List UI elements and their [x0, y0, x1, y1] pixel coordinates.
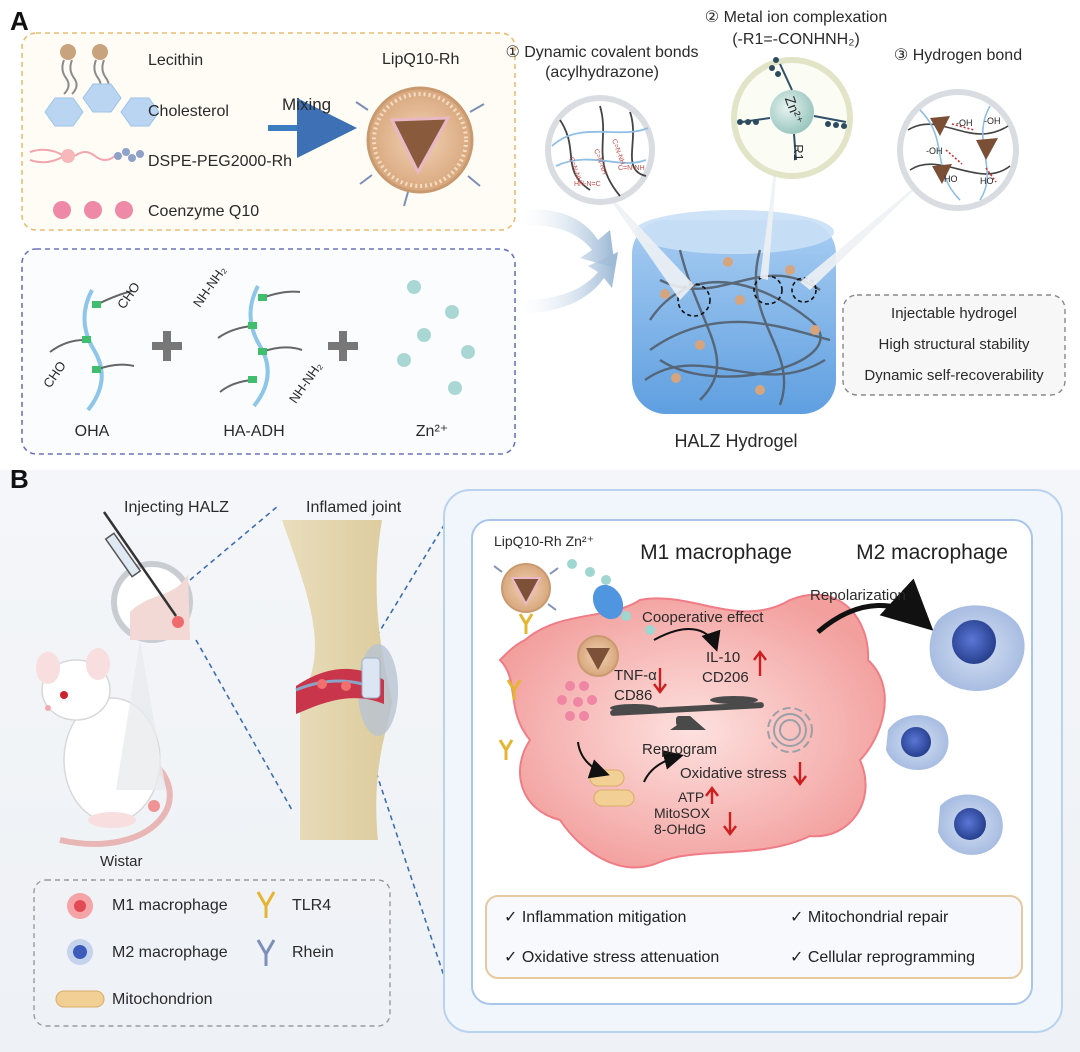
atp-label: ATP — [678, 789, 705, 805]
outcome-oxidative: ✓ Oxidative stress attenuation — [504, 949, 720, 966]
cooperative-label: Cooperative effect — [642, 609, 764, 626]
red-change-arrows — [653, 650, 807, 836]
svg-text:-OH: -OH — [956, 118, 973, 128]
injecting-label: Injecting HALZ — [124, 499, 229, 516]
zn-label: Zn²⁺ — [415, 423, 449, 440]
coq10-icon — [53, 201, 133, 219]
wistar-label: Wistar — [100, 853, 143, 870]
m1-title: M1 macrophage — [640, 541, 792, 564]
cd206-label: CD206 — [702, 669, 749, 686]
svg-text:C=N-NH: C=N-NH — [618, 165, 645, 172]
legend-m2-label: M2 macrophage — [112, 944, 228, 961]
flow-arrow-upper — [520, 209, 615, 268]
reprogram-label: Reprogram — [642, 741, 718, 758]
inflamed-joint-icon — [282, 520, 398, 840]
tnf-label: TNF-α — [614, 667, 657, 684]
oxidative-stress-label: Oxidative stress — [680, 765, 787, 782]
inflamed-joint-label: Inflamed joint — [306, 499, 402, 516]
acylhydrazone-zoom-circle: C=N-NH C=N-NH C=N-NH C=N-NH HN-N=C — [545, 95, 655, 205]
injection-zoom-circle — [102, 511, 193, 790]
ha-adh-polymer-icon — [217, 285, 303, 408]
dspe-peg-icon — [29, 148, 144, 164]
repolarization-label: Repolarization — [810, 587, 906, 604]
rhein-legend-icon — [256, 939, 276, 966]
lipq10-zn-label: LipQ10-Rh Zn²⁺ — [494, 533, 594, 549]
property-2: High structural stability — [878, 336, 1030, 353]
cd86-label: CD86 — [614, 687, 653, 704]
oha-label: OHA — [74, 423, 110, 440]
oha-polymer-icon — [49, 289, 135, 412]
hydrogel-label: HALZ Hydrogel — [674, 431, 798, 451]
zn-ion-icon — [397, 280, 475, 395]
svg-text:-OH: -OH — [926, 146, 943, 156]
liposome-icon — [355, 86, 485, 207]
outcome-reprogramming: ✓ Cellular reprogramming — [790, 949, 976, 966]
plus-icon — [152, 331, 358, 361]
hydrogel-block — [632, 210, 836, 414]
cholesterol-label: Cholesterol — [148, 103, 229, 120]
svg-text:HN-N=C: HN-N=C — [574, 181, 601, 188]
ohdg-label: 8-OHdG — [654, 821, 707, 837]
outcome-mito-repair: ✓ Mitochondrial repair — [790, 909, 949, 926]
liposome-label: LipQ10-Rh — [382, 51, 460, 68]
legend-rhein-label: Rhein — [292, 944, 334, 961]
receptor-icon — [592, 584, 624, 620]
panel-a-letter: A — [10, 6, 29, 36]
mitochondrion-legend-icon — [55, 990, 105, 1008]
legend-tlr4-label: TLR4 — [292, 897, 332, 914]
bond-3-title: ③ Hydrogen bond — [893, 47, 1023, 64]
svg-text:HO: HO — [980, 176, 994, 186]
hydrogen-bond-zoom-circle: -OH -OH -OH HO HO — [897, 89, 1019, 211]
dspe-label: DSPE-PEG2000-Rh — [148, 153, 293, 170]
flow-arrow-lower — [520, 252, 618, 314]
il10-label: IL-10 — [706, 649, 741, 666]
internalized-liposome-icon — [577, 635, 619, 677]
nucleus-stress-icon — [767, 707, 813, 753]
lecithin-label: Lecithin — [148, 52, 204, 69]
legend-m1-label: M1 macrophage — [112, 897, 228, 914]
m2-title: M2 macrophage — [856, 541, 1008, 564]
ha-adh-label: HA-ADH — [223, 423, 285, 440]
tlr4-legend-icon — [256, 891, 276, 918]
bond-2-subtitle: (-R1=-CONHNH₂) — [732, 31, 860, 48]
coq10-dots — [557, 681, 597, 721]
tlr4-receptors — [498, 613, 534, 760]
panel-b-letter: B — [10, 464, 29, 494]
m2-macrophage-cells — [886, 605, 1025, 855]
legend-mito-label: Mitochondrion — [112, 991, 213, 1008]
wistar-rat-icon — [36, 648, 173, 847]
repolarization-arrow — [816, 578, 934, 634]
property-3: Dynamic self-recoverability — [864, 367, 1044, 384]
outcome-inflammation: ✓ Inflammation mitigation — [504, 909, 687, 926]
mixing-label: Mixing — [282, 95, 332, 114]
property-1: Injectable hydrogel — [891, 305, 1017, 322]
zn-complexation-zoom-circle — [731, 57, 853, 179]
bond-1-subtitle: (acylhydrazone) — [545, 64, 659, 81]
svg-text:HO: HO — [944, 174, 958, 184]
bond-1-title: ① Dynamic covalent bonds — [505, 44, 699, 61]
mitosox-label: MitoSOX — [654, 805, 711, 821]
bond-2-title: ② Metal ion complexation — [704, 9, 888, 26]
cholesterol-icon — [44, 83, 160, 127]
m1-legend-icon — [67, 893, 93, 919]
balance-scale-icon — [610, 696, 764, 730]
r1-label: R1 — [790, 144, 806, 161]
svg-text:-OH: -OH — [984, 116, 1001, 126]
coq10-label: Coenzyme Q10 — [148, 203, 260, 220]
lipq10-particle-icon — [493, 563, 559, 613]
m2-legend-icon — [67, 939, 93, 965]
